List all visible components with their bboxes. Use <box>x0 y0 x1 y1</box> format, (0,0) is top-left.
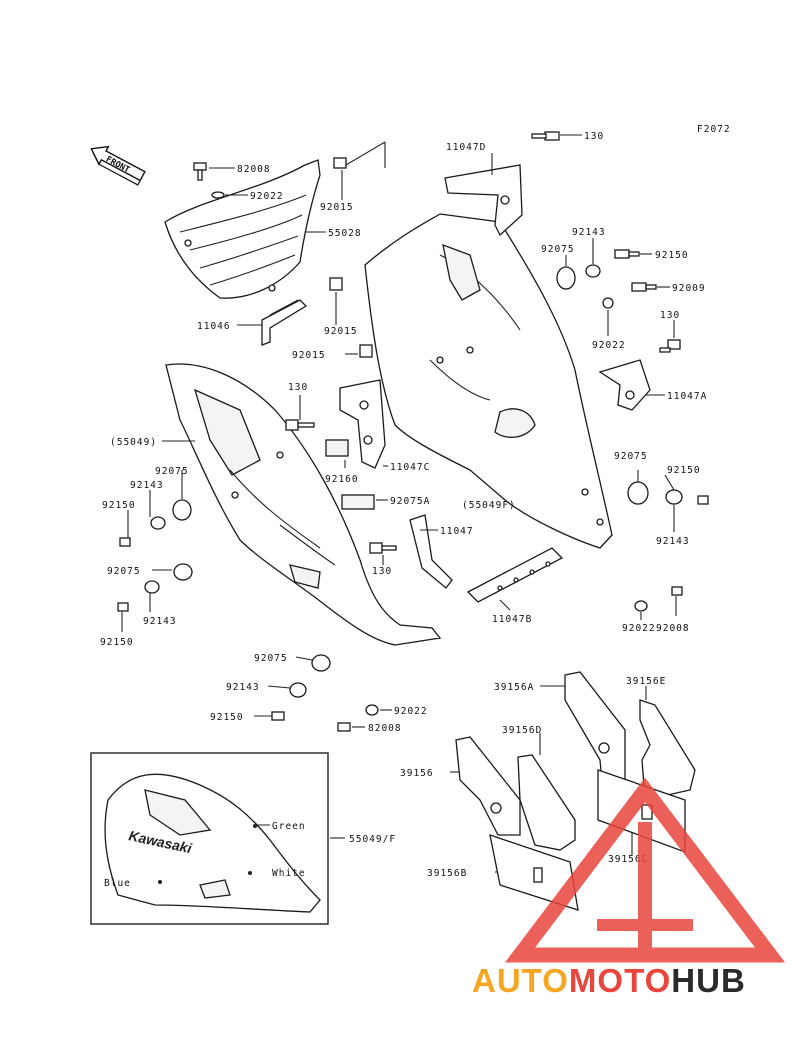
sticker-plates <box>455 671 696 911</box>
bracket-11047d <box>444 164 523 237</box>
label-92143-b: 92143 <box>226 682 260 693</box>
nut-92143-r <box>585 264 601 278</box>
label-92150-l: 92150 <box>102 500 136 511</box>
label-11047: 11047 <box>440 526 474 537</box>
watermark-logo-icon <box>504 777 786 963</box>
label-92022-r: 92022 <box>592 340 626 351</box>
label-92150-r2: 92150 <box>667 465 701 476</box>
label-92160: 92160 <box>325 474 359 485</box>
label-92022-b: 92022 <box>394 706 428 717</box>
label-11047a: 11047A <box>667 391 707 402</box>
label-82008-b: 82008 <box>368 723 402 734</box>
inset-label-white: White <box>272 868 306 879</box>
inset-box <box>90 752 329 925</box>
label-11046: 11046 <box>197 321 231 332</box>
bracket-11046 <box>261 299 308 346</box>
clip-92015-a <box>333 157 347 169</box>
nut-92143-b <box>289 682 307 698</box>
pad-92075a <box>341 494 375 510</box>
label-92015-b: 92015 <box>324 326 358 337</box>
figure-code: F2072 <box>697 124 731 135</box>
bracket-11047c <box>339 379 386 469</box>
side-fairing-left <box>165 363 442 646</box>
label-55049: (55049) <box>110 437 157 448</box>
label-55049f-inset: 55049/F <box>349 834 396 845</box>
label-92015-c: 92015 <box>292 350 326 361</box>
grommet-92075-l2 <box>173 563 193 581</box>
label-55028: 55028 <box>328 228 362 239</box>
grommet-92075-r2 <box>627 481 649 505</box>
bracket-11047 <box>409 514 453 589</box>
bolt-icons <box>117 131 709 732</box>
label-92022-top: 92022 <box>250 191 284 202</box>
nut-92143-l2 <box>144 580 160 594</box>
label-39156c: 39156C <box>608 854 648 865</box>
label-92143-l2: 92143 <box>143 616 177 627</box>
label-92150-b: 92150 <box>210 712 244 723</box>
label-92075-b: 92075 <box>254 653 288 664</box>
label-11047c: 11047C <box>390 462 430 473</box>
label-39156e: 39156E <box>626 676 666 687</box>
label-130-top: 130 <box>584 131 604 142</box>
bolt-82008-top <box>193 162 207 181</box>
label-82008-top: 82008 <box>237 164 271 175</box>
washer-92022-b <box>365 704 379 716</box>
label-92022-low: 92022 <box>622 623 656 634</box>
label-92143-r: 92143 <box>572 227 606 238</box>
grommet-92075-b <box>311 654 331 672</box>
inset-fairing: Kawasaki <box>104 773 321 913</box>
label-92075-r: 92075 <box>541 244 575 255</box>
label-11047d: 11047D <box>446 142 486 153</box>
label-11047b: 11047B <box>492 614 532 625</box>
watermark-part-hub: HUB <box>671 962 746 999</box>
inset-label-green: Green <box>272 821 306 832</box>
nut-92143-r2 <box>665 489 683 505</box>
grommet-92075-r <box>556 266 576 290</box>
part-labels: 82008 92022 92015 55028 11046 92015 9201… <box>100 131 707 879</box>
label-39156b: 39156B <box>427 868 467 879</box>
side-fairing-right <box>364 213 613 549</box>
label-92075-r2: 92075 <box>614 451 648 462</box>
label-92009: 92009 <box>672 283 706 294</box>
label-92143-l: 92143 <box>130 480 164 491</box>
label-92075-l: 92075 <box>155 466 189 477</box>
washer-92022-top <box>211 191 225 199</box>
washer-92022-low <box>634 600 648 612</box>
label-39156d: 39156D <box>502 725 542 736</box>
label-39156: 39156 <box>400 768 434 779</box>
washer-92022-r <box>602 297 614 309</box>
clip-92015-c <box>359 344 373 358</box>
clip-92015-b <box>329 277 343 291</box>
label-130-mid: 130 <box>288 382 308 393</box>
label-92143-r2: 92143 <box>656 536 690 547</box>
label-92150-l2: 92150 <box>100 637 134 648</box>
label-55049f: (55049F) <box>462 500 516 511</box>
label-92008-low: 92008 <box>656 623 690 634</box>
label-39156a: 39156A <box>494 682 534 693</box>
watermark-text: AUTOMOTOHUB <box>472 962 746 1000</box>
bracket-11047a <box>598 359 651 411</box>
label-92075a: 92075A <box>390 496 430 507</box>
pad-92160 <box>325 439 349 457</box>
bracket-11047b <box>466 547 564 603</box>
label-130-low: 130 <box>372 566 392 577</box>
grommet-92075-l <box>172 499 192 521</box>
inset-label-blue: Blue <box>104 878 131 889</box>
front-arrow-icon: FRONT <box>90 145 146 186</box>
center-cowl-55028 <box>164 159 321 299</box>
label-130-r: 130 <box>660 310 680 321</box>
label-92075-l2: 92075 <box>107 566 141 577</box>
watermark-part-moto: MOTO <box>568 962 672 999</box>
watermark-part-auto: AUTO <box>472 962 569 999</box>
label-92015-a: 92015 <box>320 202 354 213</box>
label-92150-r: 92150 <box>655 250 689 261</box>
nut-92143-l <box>150 516 166 530</box>
